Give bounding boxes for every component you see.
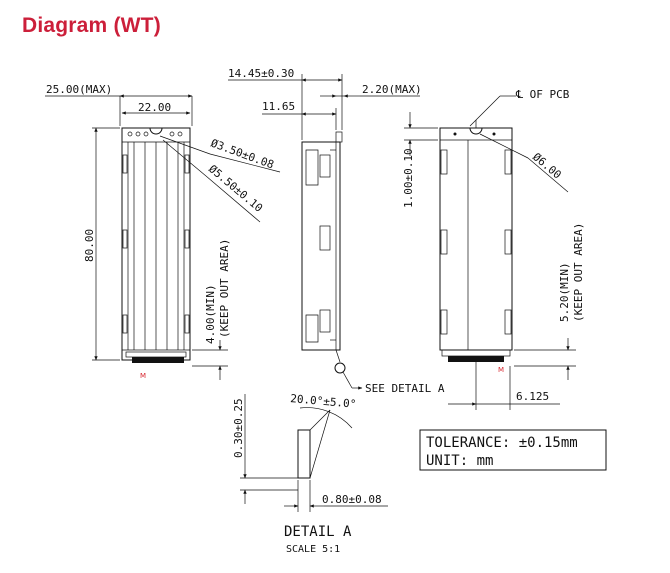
tolerance-frame — [419, 429, 607, 471]
front-view: M 25.00(MAX) 22.00 80.00 Ø3.50±0.08 Ø5.5… — [45, 83, 281, 380]
back-pin-mark: M — [498, 366, 504, 374]
front-pin-mark: M — [140, 372, 146, 380]
back-view: M ℄ OF PCB 1.00±0.10 Ø6.00 5.20(MIN) (KE… — [402, 88, 585, 410]
detail-width: 0.80±0.08 — [322, 493, 382, 506]
front-keep-out-min: 4.00(MIN) — [204, 284, 217, 344]
back-keep-out-label: (KEEP OUT AREA) — [572, 223, 585, 322]
front-overall-width: 25.00(MAX) — [46, 83, 112, 96]
back-top-offset: 1.00±0.10 — [402, 148, 415, 208]
back-pin-offset: 6.125 — [516, 390, 549, 403]
side-total-depth: 14.45±0.30 — [228, 67, 294, 80]
tolerance-line: TOLERANCE: ±0.15mm — [426, 435, 578, 451]
front-keep-out-label: (KEEP OUT AREA) — [218, 239, 231, 338]
side-see-detail: SEE DETAIL A — [365, 382, 445, 395]
back-pcb-center: ℄ OF PCB — [515, 88, 570, 101]
back-hole: Ø6.00 — [530, 150, 564, 181]
front-body-width: 22.00 — [138, 101, 171, 114]
front-length: 80.00 — [83, 229, 96, 262]
detail-scale: SCALE 5:1 — [286, 544, 340, 555]
front-edge-connector — [132, 357, 184, 363]
page-title: Diagram (WT) — [22, 14, 161, 37]
back-keep-out-min: 5.20(MIN) — [558, 262, 571, 322]
detail-a: 20.0°±5.0° 0.30±0.25 0.80±0.08 DETAIL A … — [232, 392, 388, 555]
detail-angle: 20.0°±5.0° — [290, 392, 357, 411]
back-outline — [439, 127, 513, 351]
back-mount-notch — [469, 127, 483, 135]
detail-height: 0.30±0.25 — [232, 398, 245, 458]
detail-a-callout-circle — [334, 362, 346, 374]
side-view: SEE DETAIL A 14.45±0.30 11.65 2.20(MAX) — [228, 67, 445, 395]
detail-pin — [297, 429, 311, 479]
unit-line: UNIT: mm — [426, 453, 493, 469]
back-edge-connector — [448, 356, 504, 362]
tolerance-box: TOLERANCE: ±0.15mm UNIT: mm — [419, 429, 607, 471]
front-hole-large: Ø5.50±0.10 — [206, 162, 265, 215]
detail-title: DETAIL A — [284, 524, 352, 540]
side-thickness-max: 2.20(MAX) — [362, 83, 422, 96]
side-outline — [301, 141, 341, 351]
front-mount-notch — [149, 127, 163, 135]
side-inner-depth: 11.65 — [262, 100, 295, 113]
